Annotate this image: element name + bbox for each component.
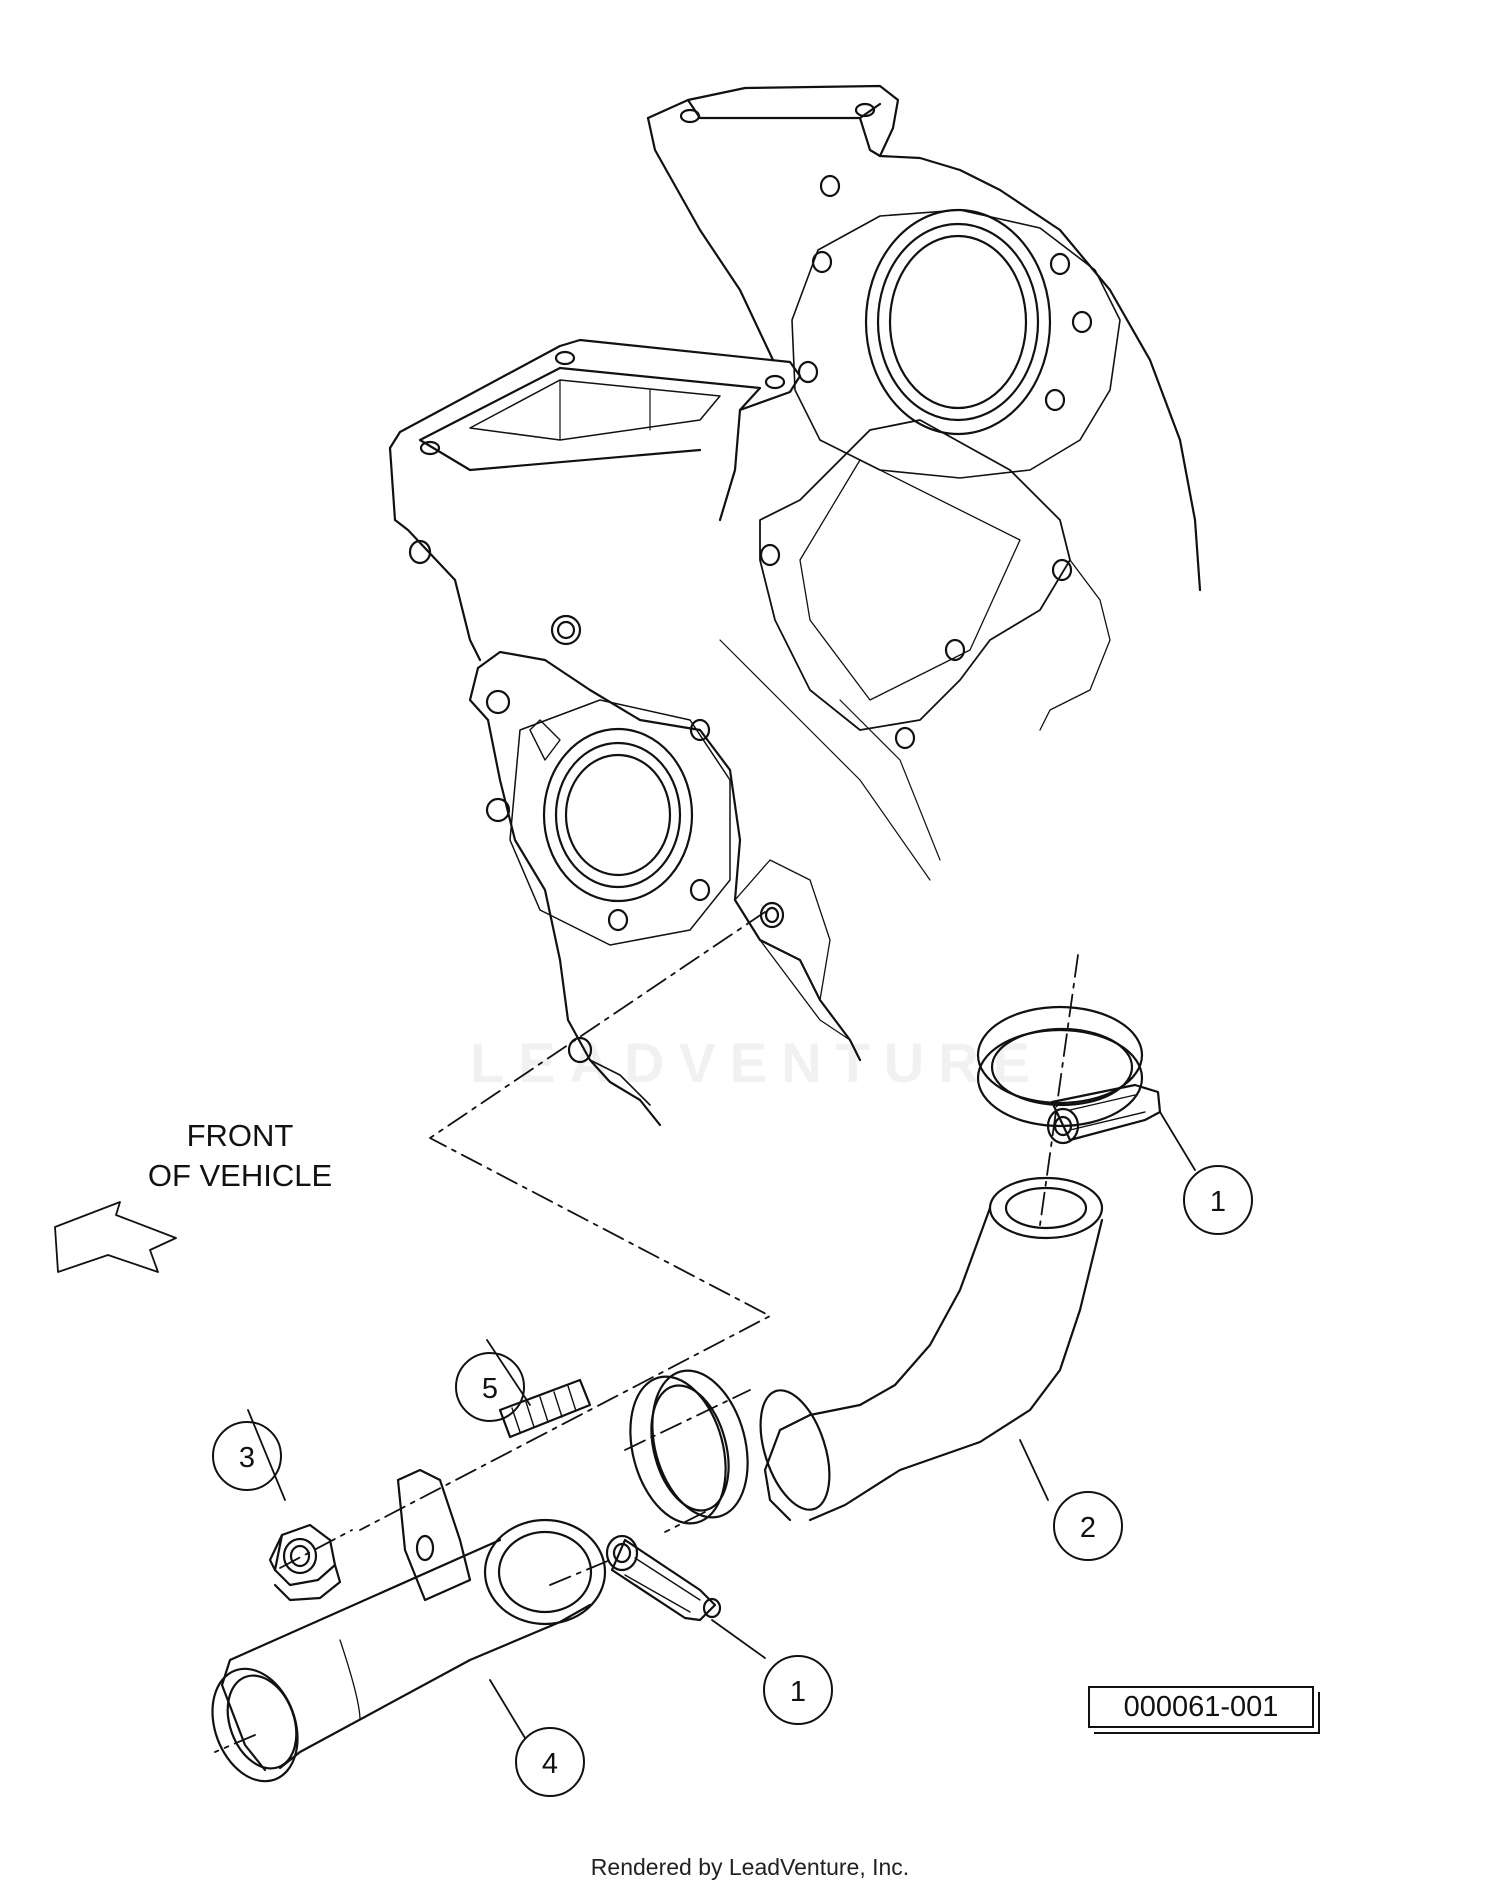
- callout-leaders: [247, 1111, 1196, 1739]
- flange-nut: [268, 1523, 342, 1602]
- footer-credit: Rendered by LeadVenture, Inc.: [590, 1854, 910, 1880]
- hose-clamp-upper: [976, 1005, 1162, 1145]
- front-label-line2: OF VEHICLE: [147, 1158, 333, 1193]
- watermark: LEADVENTURE: [470, 1031, 1045, 1094]
- engine-block: [388, 84, 1202, 1127]
- front-of-vehicle-label: FRONT OF VEHICLE: [130, 1116, 350, 1196]
- radiator-hose: [759, 1176, 1104, 1522]
- callout-1-upper: 1: [1210, 1186, 1226, 1218]
- callout-1-lower: 1: [790, 1676, 806, 1708]
- callout-2: 2: [1080, 1512, 1096, 1544]
- front-label-line1: FRONT: [186, 1118, 294, 1153]
- callout-5: 5: [482, 1373, 498, 1405]
- drawing-id-box: 000061-001: [1088, 1686, 1320, 1734]
- front-arrow-icon: [54, 1201, 177, 1273]
- hose-clamp-lower: [605, 1369, 749, 1622]
- callout-circles: [212, 1165, 1253, 1797]
- callout-3: 3: [239, 1442, 255, 1474]
- water-pipe: [211, 1468, 607, 1783]
- callout-4: 4: [542, 1748, 558, 1780]
- stud: [498, 1378, 592, 1439]
